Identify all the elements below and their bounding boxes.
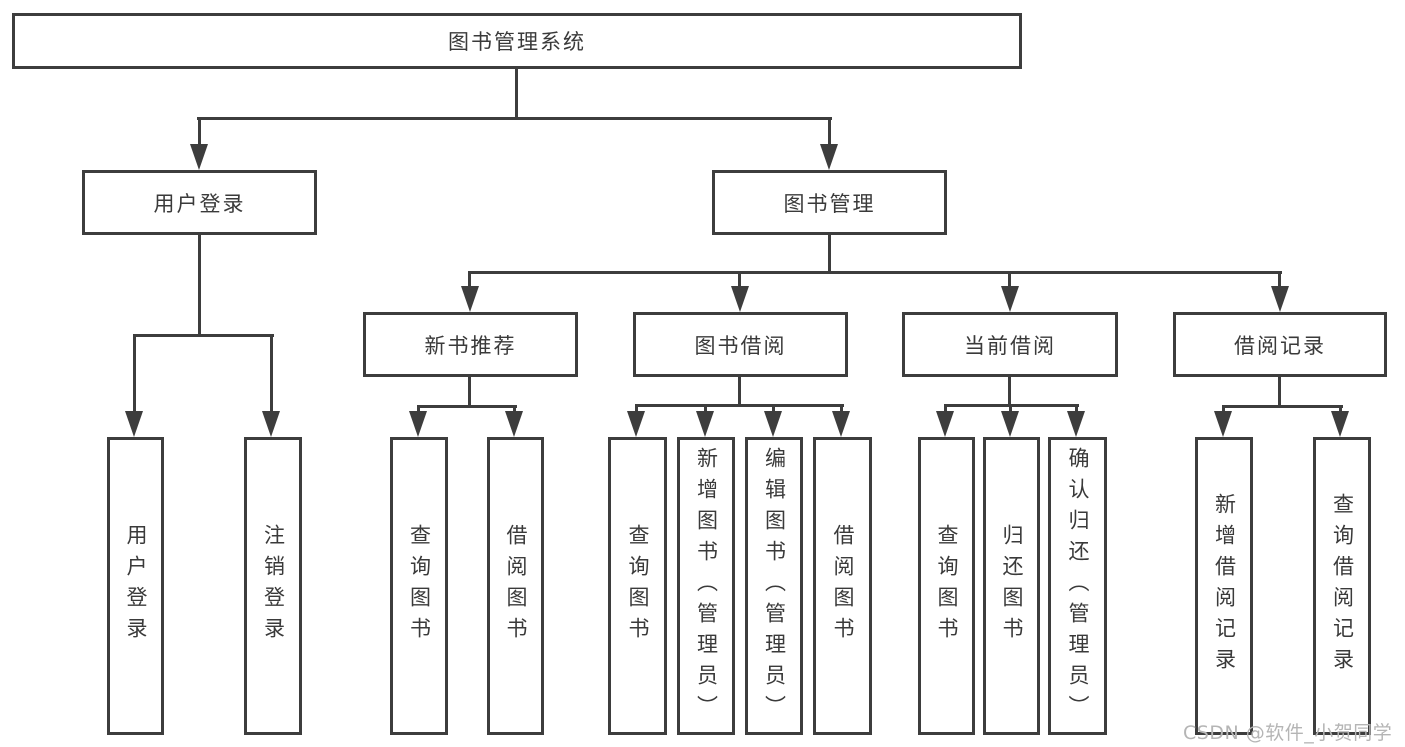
- node-book-management: 图书管理: [712, 170, 947, 235]
- connector-root-stem: [515, 69, 518, 120]
- connector-drop-book-borrow: [738, 271, 741, 291]
- connector-drop-logout-leaf: [270, 334, 273, 411]
- leaf-user-login: 用户登录: [107, 437, 164, 735]
- leaf-edit-book-admin: 编辑图书（管理员）: [745, 437, 803, 735]
- leaf-query-books-2-label: 查询图书: [626, 524, 650, 648]
- node-new-book-recommend: 新书推荐: [363, 312, 578, 377]
- leaf-query-books-1: 查询图书: [390, 437, 448, 735]
- connector-book-borrow-stem: [738, 377, 741, 406]
- leaf-return-book: 归还图书: [983, 437, 1040, 735]
- arrowhead-to-current-borrow: [1001, 286, 1019, 312]
- arrowhead-to-borrow-record: [1271, 286, 1289, 312]
- arrowhead-to-b1: [409, 411, 427, 437]
- leaf-logout: 注销登录: [244, 437, 302, 735]
- arrowhead-to-login-leaf: [125, 411, 143, 437]
- connector-drop-new-book: [468, 271, 471, 291]
- arrowhead-to-c3: [764, 411, 782, 437]
- leaf-query-books-3-label: 查询图书: [935, 524, 959, 648]
- arrowhead-to-b2: [505, 411, 523, 437]
- connector-borrow-record-stem: [1278, 377, 1281, 407]
- arrowhead-to-logout-leaf: [262, 411, 280, 437]
- connector-user-login-spreader: [133, 334, 274, 337]
- leaf-confirm-return-admin: 确认归还（管理员）: [1048, 437, 1107, 735]
- leaf-borrow-books-2-label: 借阅图书: [831, 524, 855, 648]
- connector-drop-c3: [772, 404, 775, 417]
- node-root-library-system: 图书管理系统: [12, 13, 1022, 69]
- arrowhead-to-d1: [936, 411, 954, 437]
- leaf-borrow-books-2: 借阅图书: [813, 437, 872, 735]
- connector-book-management-stem: [828, 235, 831, 274]
- arrowhead-to-d3: [1067, 411, 1085, 437]
- connector-drop-borrow-record: [1278, 271, 1281, 291]
- leaf-query-books-1-label: 查询图书: [407, 524, 432, 648]
- leaf-query-borrow-record-label: 查询借阅记录: [1330, 493, 1355, 679]
- arrowhead-to-d2: [1001, 411, 1019, 437]
- leaf-add-borrow-record: 新增借阅记录: [1195, 437, 1253, 735]
- connector-new-book-stem: [468, 377, 471, 407]
- connector-book-borrow-spreader: [635, 404, 844, 407]
- leaf-query-borrow-record: 查询借阅记录: [1313, 437, 1371, 735]
- connector-root-spreader: [197, 117, 832, 120]
- connector-drop-login-leaf: [133, 334, 136, 411]
- connector-drop-c1: [635, 404, 638, 417]
- leaf-confirm-return-admin-label: 确认归还（管理员）: [1066, 446, 1090, 726]
- leaf-edit-book-admin-label: 编辑图书（管理员）: [762, 446, 787, 726]
- leaf-add-book-admin-label: 新增图书（管理员）: [694, 446, 719, 726]
- leaf-add-book-admin: 新增图书（管理员）: [677, 437, 735, 735]
- connector-current-borrow-stem: [1008, 377, 1011, 406]
- connector-drop-user-login: [198, 117, 201, 150]
- arrowhead-to-e2: [1331, 411, 1349, 437]
- leaf-query-books-2: 查询图书: [608, 437, 667, 735]
- arrowhead-to-new-book: [461, 286, 479, 312]
- leaf-logout-label: 注销登录: [261, 524, 286, 648]
- leaf-user-login-label: 用户登录: [124, 524, 148, 648]
- connector-user-login-stem: [198, 235, 201, 337]
- leaf-add-borrow-record-label: 新增借阅记录: [1212, 493, 1237, 679]
- csdn-watermark: CSDN @软件_小贺同学: [1183, 722, 1393, 744]
- connector-drop-book-management: [828, 117, 831, 150]
- node-user-login: 用户登录: [82, 170, 317, 235]
- arrowhead-to-user-login: [190, 144, 208, 170]
- arrowhead-to-book-management: [820, 144, 838, 170]
- arrowhead-to-e1: [1214, 411, 1232, 437]
- leaf-borrow-books-1-label: 借阅图书: [504, 524, 528, 648]
- leaf-return-book-label: 归还图书: [1000, 524, 1024, 648]
- node-book-borrow: 图书借阅: [633, 312, 848, 377]
- arrowhead-to-book-borrow: [731, 286, 749, 312]
- connector-drop-c2: [704, 404, 707, 417]
- connector-drop-d2: [1009, 404, 1012, 417]
- leaf-borrow-books-1: 借阅图书: [487, 437, 544, 735]
- connector-new-book-spreader: [417, 405, 517, 408]
- arrowhead-to-c1: [627, 411, 645, 437]
- connector-book-management-spreader: [468, 271, 1282, 274]
- node-borrow-record: 借阅记录: [1173, 312, 1387, 377]
- connector-drop-d3: [1075, 404, 1078, 417]
- leaf-query-books-3: 查询图书: [918, 437, 975, 735]
- connector-drop-d1: [944, 404, 947, 417]
- connector-drop-c4: [840, 404, 843, 417]
- connector-drop-current-borrow: [1008, 271, 1011, 291]
- connector-borrow-record-spreader: [1222, 405, 1343, 408]
- node-current-borrow: 当前借阅: [902, 312, 1118, 377]
- arrowhead-to-c4: [832, 411, 850, 437]
- arrowhead-to-c2: [696, 411, 714, 437]
